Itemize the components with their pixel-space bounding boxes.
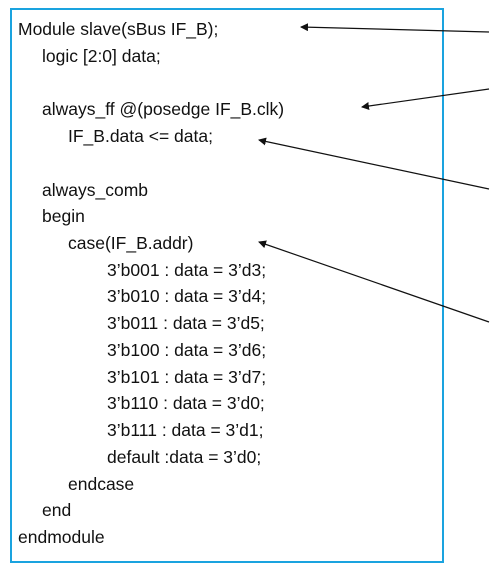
arrow-to-case — [258, 240, 490, 323]
code-line: 3’b100 : data = 3’d6; — [107, 340, 267, 360]
code-line: 3’b101 : data = 3’d7; — [107, 367, 267, 387]
code-line: IF_B.data <= data; — [68, 126, 213, 146]
code-line: 3’b011 : data = 3’d5; — [107, 313, 265, 333]
arrow-to-always-ff — [361, 88, 490, 110]
code-line: endcase — [68, 474, 135, 494]
code-line: 3’b010 : data = 3’d4; — [107, 286, 267, 306]
code-line: begin — [42, 206, 85, 226]
arrow-to-data-assign — [258, 137, 490, 190]
code-line: case(IF_B.addr) — [68, 233, 194, 253]
code-line: Module slave(sBus IF_B); — [18, 19, 219, 39]
code-line: endmodule — [18, 527, 105, 547]
code-line: 3’b110 : data = 3’d0; — [107, 393, 265, 413]
code-line: logic [2:0] data; — [42, 46, 161, 66]
arrow-to-module — [300, 23, 490, 33]
code-line: default :data = 3’d0; — [107, 447, 262, 467]
code-line: 3’b111 : data = 3’d1; — [107, 420, 264, 440]
code-line: always_ff @(posedge IF_B.clk) — [42, 99, 285, 119]
code-line: 3’b001 : data = 3’d3; — [107, 260, 267, 280]
code-box: Module slave(sBus IF_B); logic [2:0] dat… — [10, 8, 444, 563]
code-line: end — [42, 500, 72, 520]
code-line: always_comb — [42, 180, 149, 200]
